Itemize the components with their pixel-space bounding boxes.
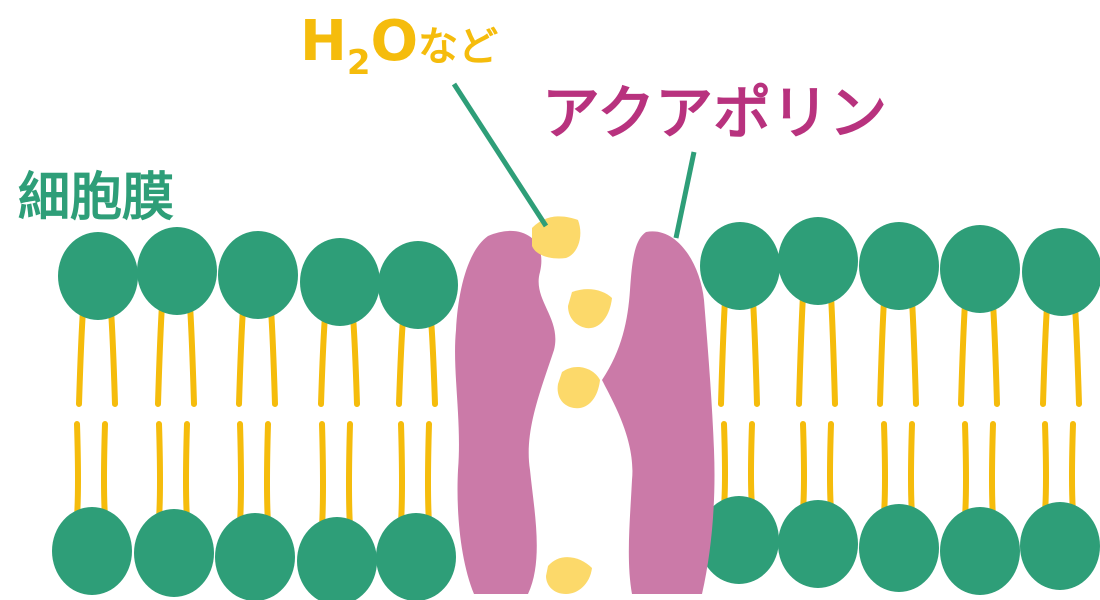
- lipid-tail: [353, 316, 357, 404]
- lipid-tail: [239, 309, 243, 404]
- aquaporin-left-half: [455, 231, 555, 594]
- lipid-head: [859, 504, 939, 592]
- cell-membrane-label: 細胞膜: [18, 172, 174, 224]
- water-molecules: [532, 216, 612, 594]
- lipid-tail: [349, 424, 350, 527]
- lipid-tail: [830, 424, 831, 510]
- leader-line-water: [454, 84, 546, 226]
- lipid-tail: [803, 424, 804, 510]
- lipid-head: [300, 238, 380, 326]
- lipid-head: [58, 232, 138, 320]
- water-label-suffix: など: [418, 24, 498, 70]
- lipid-tail: [399, 319, 403, 404]
- lipid-head: [778, 217, 858, 305]
- leader-line-aquaporin: [676, 152, 694, 238]
- lipid-tail: [961, 303, 965, 404]
- lipid-tail: [159, 424, 160, 519]
- water-label-o: O: [371, 9, 419, 74]
- water-molecule: [532, 216, 580, 258]
- water-label: H2Oなど: [300, 14, 498, 70]
- lipid-head: [376, 513, 456, 600]
- lipid-tail: [431, 319, 435, 404]
- lipid-tail: [111, 310, 115, 404]
- lipid-head: [859, 222, 939, 310]
- lipid-tail: [240, 424, 241, 523]
- lipid-tail: [1072, 424, 1073, 512]
- aquaporin-label: アクアポリン: [542, 84, 887, 142]
- lipid-tail: [104, 424, 105, 517]
- lipid-tail: [267, 424, 268, 523]
- lipid-tail: [1045, 424, 1046, 512]
- lipid-tail: [721, 300, 725, 404]
- lipid-head: [134, 509, 214, 597]
- water-molecule: [546, 557, 592, 594]
- lipid-tail: [322, 424, 323, 527]
- water-label-h: H: [300, 9, 347, 74]
- lipid-tail: [799, 295, 803, 404]
- lipid-head: [1020, 502, 1100, 590]
- lipid-head: [940, 507, 1020, 595]
- lipid-tail: [753, 300, 757, 404]
- lipid-head: [378, 241, 458, 329]
- lipid-tail: [880, 300, 884, 404]
- lipid-tail: [158, 305, 162, 404]
- lipid-head: [940, 225, 1020, 313]
- lipid-head: [1022, 228, 1100, 316]
- lipid-bilayer: [52, 217, 1100, 600]
- lipid-tail: [831, 295, 835, 404]
- lipid-tail: [190, 305, 194, 404]
- lipid-head: [137, 227, 217, 315]
- aquaporin-right-half: [602, 231, 715, 594]
- lipid-head: [52, 507, 132, 595]
- lipid-tail: [186, 424, 187, 519]
- lipid-tail: [77, 424, 78, 517]
- lipid-tail: [428, 424, 429, 523]
- lipid-tail: [321, 316, 325, 404]
- lipid-head: [218, 231, 298, 319]
- lipid-tail: [965, 424, 966, 517]
- water-label-subscript: 2: [347, 43, 371, 83]
- water-molecule: [558, 367, 600, 408]
- lipid-tail: [1075, 306, 1079, 404]
- water-molecule: [568, 289, 612, 328]
- lipid-tail: [271, 309, 275, 404]
- lipid-head: [778, 500, 858, 588]
- aquaporin-protein: [455, 231, 714, 594]
- lipid-tail: [911, 424, 912, 514]
- lipid-tail: [992, 424, 993, 517]
- lipid-head: [215, 513, 295, 600]
- lipid-tail: [401, 424, 402, 523]
- lipid-tail: [884, 424, 885, 514]
- lipid-tail: [724, 424, 725, 506]
- lipid-tail: [1043, 306, 1047, 404]
- lipid-tail: [912, 300, 916, 404]
- lipid-tail: [751, 424, 752, 506]
- lipid-head: [297, 517, 377, 600]
- lipid-tail: [79, 310, 83, 404]
- lipid-head: [700, 222, 780, 310]
- lipid-tail: [993, 303, 997, 404]
